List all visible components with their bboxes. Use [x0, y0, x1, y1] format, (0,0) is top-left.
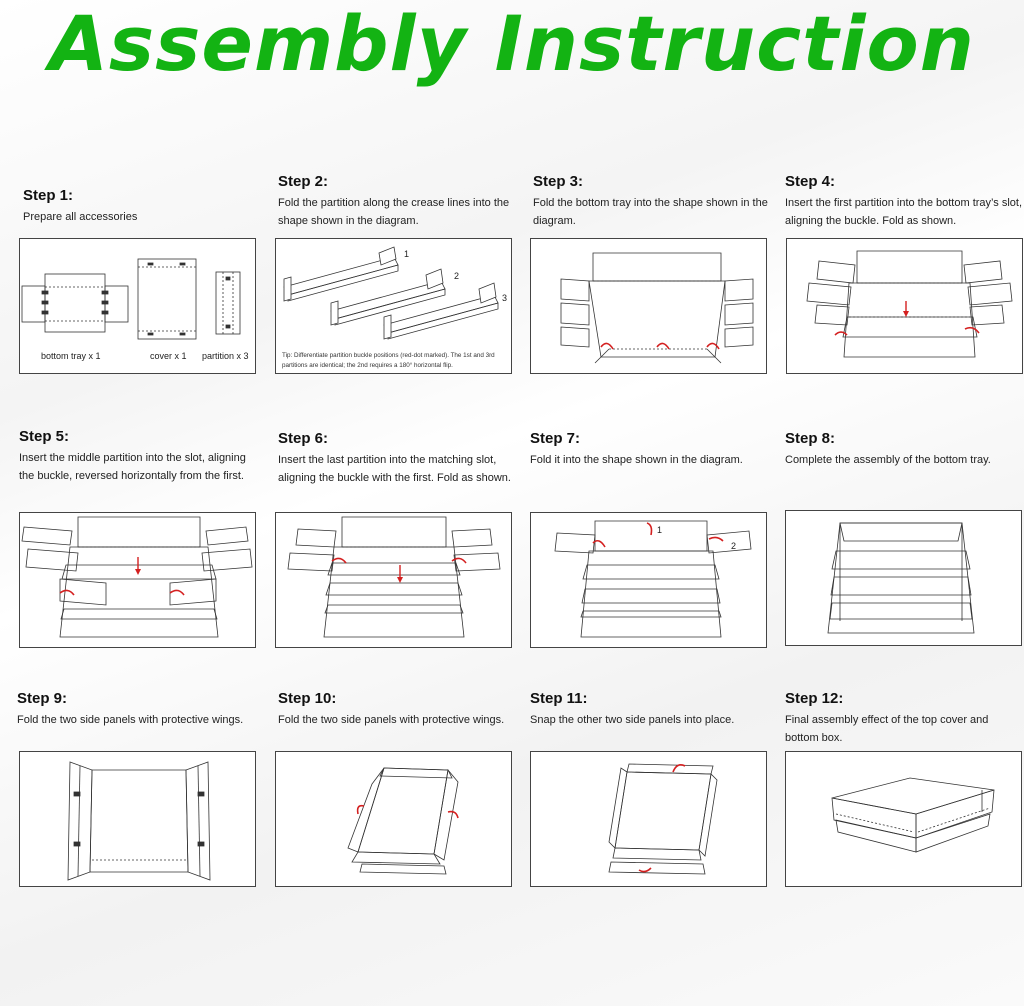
step-2-tip: Tip: Differentiate partition buckle posi… — [282, 352, 495, 369]
partition-number: 1 — [404, 249, 410, 259]
step-description: Insert the first partition into the bott… — [785, 197, 1023, 227]
step-description: Prepare all accessories — [23, 211, 138, 223]
step-description: Fold the two side panels with protective… — [278, 714, 505, 726]
label-bottom-tray: bottom tray x 1 — [41, 351, 101, 361]
step-1-text: Step 1: Prepare all accessories — [23, 187, 263, 226]
step-1-diagram: bottom tray x 1 cover x 1 partition x 3 — [19, 238, 256, 374]
step-description: Insert the last partition into the match… — [278, 454, 511, 484]
page-title: Assembly Instruction — [49, 0, 975, 88]
step-description: Fold the bottom tray into the shape show… — [533, 197, 768, 227]
step-description: Final assembly effect of the top cover a… — [785, 714, 989, 744]
step-description: Fold the two side panels with protective… — [17, 714, 244, 726]
step-heading: Step 2: — [278, 173, 329, 190]
step-6-diagram — [275, 512, 512, 648]
step-4-diagram — [786, 238, 1023, 374]
step-11-text: Step 11: Snap the other two side panels … — [530, 690, 770, 729]
step-3-diagram — [530, 238, 767, 374]
step-7-text: Step 7: Fold it into the shape shown in … — [530, 430, 770, 469]
step-10-text: Step 10: Fold the two side panels with p… — [278, 690, 518, 729]
label-partition: partition x 3 — [202, 351, 249, 361]
step-heading: Step 9: — [17, 690, 68, 707]
step-heading: Step 10: — [278, 690, 337, 707]
step-12-diagram — [785, 751, 1022, 887]
step-9-diagram — [19, 751, 256, 887]
step-11-diagram — [530, 751, 767, 887]
step-description: Complete the assembly of the bottom tray… — [785, 454, 991, 466]
step-heading: Step 11: — [530, 690, 588, 707]
step-8-diagram — [785, 510, 1022, 646]
step-heading: Step 3: — [533, 173, 584, 190]
step-heading: Step 4: — [785, 173, 836, 190]
partition-number: 3 — [502, 293, 508, 303]
step-heading: Step 6: — [278, 430, 329, 447]
partition-number: 2 — [454, 271, 460, 281]
step-heading: Step 12: — [785, 690, 844, 707]
step-description: Fold it into the shape shown in the diag… — [530, 454, 743, 466]
step-8-text: Step 8: Complete the assembly of the bot… — [785, 430, 1024, 469]
step-description: Fold the partition along the crease line… — [278, 197, 510, 227]
step-5-diagram — [19, 512, 256, 648]
step-4-text: Step 4: Insert the first partition into … — [785, 173, 1024, 230]
step-10-diagram — [275, 751, 512, 887]
step-2-diagram: 1 2 3 Tip: Differentiate partition buckl… — [275, 238, 512, 374]
step-heading: Step 8: — [785, 430, 836, 447]
step-2-text: Step 2: Fold the partition along the cre… — [278, 173, 518, 230]
step-12-text: Step 12: Final assembly effect of the to… — [785, 690, 1024, 747]
step-description: Snap the other two side panels into plac… — [530, 714, 735, 726]
step-5-text: Step 5: Insert the middle partition into… — [19, 428, 259, 485]
step-7-diagram: 1 2 — [530, 512, 767, 648]
step-heading: Step 7: — [530, 430, 581, 447]
step-heading: Step 5: — [19, 428, 70, 445]
step-description: Insert the middle partition into the slo… — [19, 452, 246, 482]
step-3-text: Step 3: Fold the bottom tray into the sh… — [533, 173, 773, 230]
step-heading: Step 1: — [23, 187, 74, 204]
label-cover: cover x 1 — [150, 351, 187, 361]
fold-number: 2 — [731, 541, 737, 551]
step-6-text: Step 6: Insert the last partition into t… — [278, 430, 518, 487]
step-9-text: Step 9: Fold the two side panels with pr… — [17, 690, 257, 729]
fold-number: 1 — [657, 525, 663, 535]
